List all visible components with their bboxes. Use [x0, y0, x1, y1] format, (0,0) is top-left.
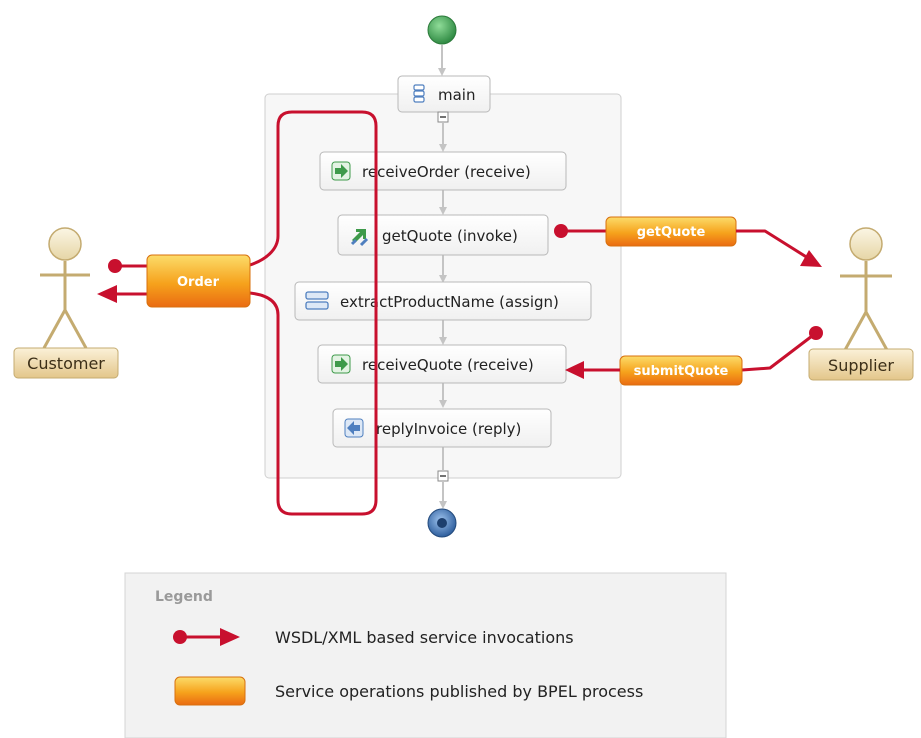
legend-operation-text: Service operations published by BPEL pro…: [275, 682, 643, 701]
collapse-toggle-top[interactable]: [437, 111, 449, 123]
invocation-arrowhead: [565, 361, 584, 379]
invocation-dot: [809, 326, 823, 340]
legend-panel: Legend WSDL/XML based service invocation…: [124, 572, 727, 738]
assign-icon: [305, 291, 329, 310]
reply-icon: [344, 418, 364, 438]
main-scope-label: main: [438, 86, 475, 104]
invocation-line: [736, 229, 809, 260]
legend-invocation-text: WSDL/XML based service invocations: [275, 628, 574, 647]
legend-operation-symbol: [174, 676, 246, 706]
invocation-dot: [554, 224, 568, 238]
supplier-role[interactable]: Supplier: [808, 348, 914, 381]
operation-get-quote-label: getQuote: [637, 225, 706, 240]
sequence-icon: [413, 84, 425, 103]
activity-receive-quote[interactable]: receiveQuote (receive): [317, 344, 567, 384]
receive-icon: [331, 354, 351, 374]
activity-label: extractProductName (assign): [340, 293, 559, 311]
activity-label: receiveOrder (receive): [362, 163, 531, 181]
operation-submit-quote-label: submitQuote: [634, 364, 729, 379]
main-scope-header[interactable]: main: [397, 75, 491, 113]
order-operation-link: [249, 110, 378, 516]
activity-get-quote[interactable]: getQuote (invoke): [337, 214, 549, 256]
activity-extract-product-name[interactable]: extractProductName (assign): [294, 281, 592, 321]
activity-label: getQuote (invoke): [382, 227, 518, 245]
customer-actor-icon: [40, 227, 90, 349]
activity-receive-order[interactable]: receiveOrder (receive): [319, 151, 567, 191]
activity-label: receiveQuote (receive): [362, 356, 534, 374]
customer-role[interactable]: Customer: [13, 347, 119, 379]
activity-label: replyInvoice (reply): [376, 420, 521, 438]
operation-get-quote[interactable]: getQuote: [605, 216, 737, 247]
operation-order[interactable]: Order: [146, 254, 251, 308]
end-node: [427, 508, 457, 538]
start-node: [427, 15, 457, 45]
invocation-line: [741, 331, 817, 372]
supplier-actor-icon: [840, 227, 892, 351]
receive-icon: [331, 161, 351, 181]
operation-order-label: Order: [177, 275, 220, 290]
collapse-toggle-bottom[interactable]: [437, 470, 449, 482]
legend-invocation-symbol: [173, 628, 240, 646]
customer-label: Customer: [27, 354, 105, 373]
invocation-arrowhead: [800, 250, 822, 267]
invoke-icon: [350, 229, 369, 247]
activity-reply-invoice[interactable]: replyInvoice (reply): [332, 408, 552, 448]
legend-title: Legend: [155, 589, 213, 605]
invocation-dot: [108, 259, 122, 273]
operation-submit-quote[interactable]: submitQuote: [619, 355, 743, 386]
supplier-label: Supplier: [828, 356, 894, 375]
reply-arrowhead: [97, 285, 117, 303]
